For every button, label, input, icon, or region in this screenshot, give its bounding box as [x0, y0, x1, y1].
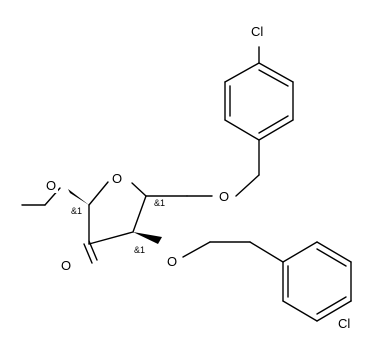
carbonyl-oxygen-label: O — [61, 258, 71, 273]
ring-oxygen-label: O — [112, 171, 122, 186]
methoxy-oxygen-label: O — [46, 178, 56, 193]
chlorine-top-label: Cl — [251, 24, 263, 39]
ether-oxygen-top-label: O — [219, 189, 229, 204]
stereo-label-c4: &1 — [154, 198, 165, 208]
stereo-label-c3: &1 — [134, 245, 145, 255]
wedge-bond-c3 — [133, 232, 162, 244]
chlorine-bottom-label: Cl — [338, 316, 350, 331]
wedge-bond-c1 — [68, 189, 89, 205]
top-benzene-ring — [224, 46, 294, 197]
ether-oxygen-bottom-label: O — [167, 254, 177, 269]
furanose-ring — [21, 181, 213, 264]
bottom-benzene-ring — [182, 241, 352, 322]
stereo-label-c1: &1 — [71, 206, 82, 216]
